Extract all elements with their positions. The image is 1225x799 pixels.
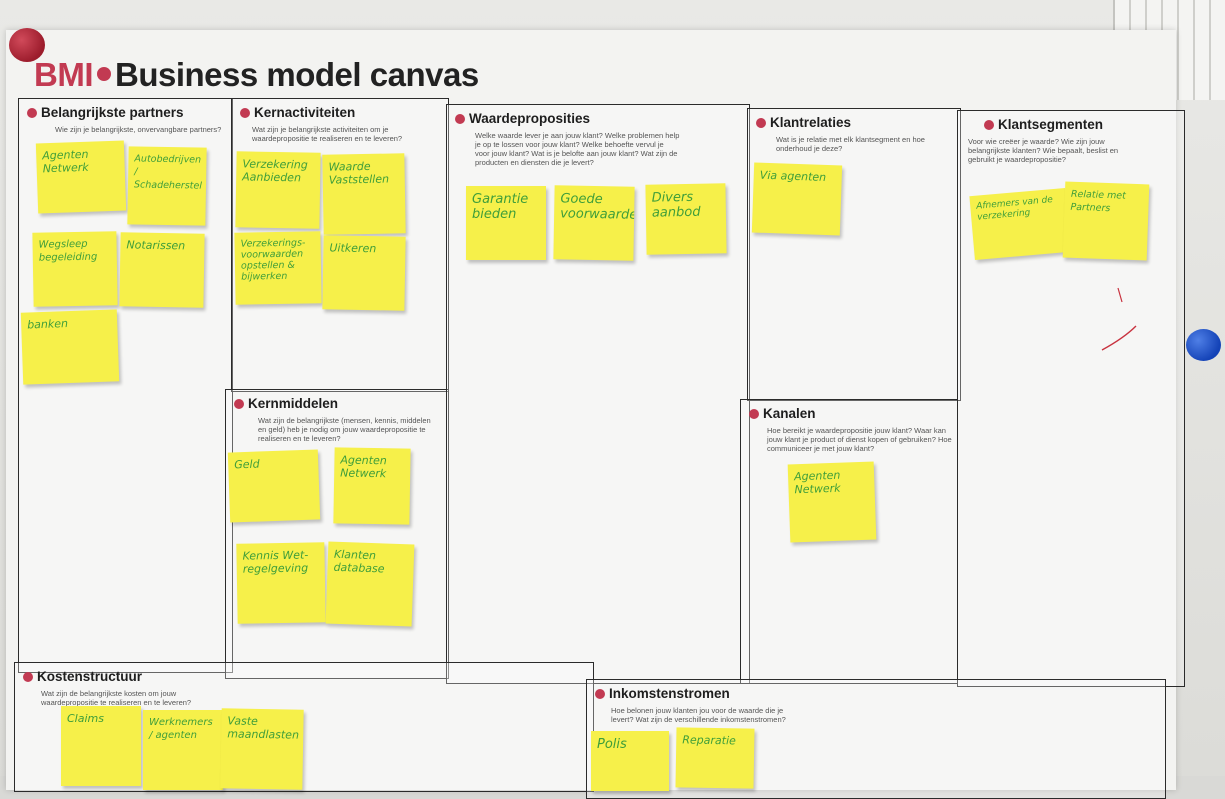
sticky-note[interactable]: Agenten Netwerk <box>35 140 127 214</box>
blue-magnet <box>1186 329 1221 361</box>
block-question: Wat is je relatie met elk klantsegment e… <box>776 135 925 153</box>
sticky-note[interactable]: Reparatie <box>675 727 755 789</box>
block-header: Inkomstenstromen <box>595 686 730 701</box>
marker-scribble <box>1101 287 1137 351</box>
sticky-note[interactable]: Relatie met Partners <box>1062 181 1150 261</box>
title-text: Business model canvas <box>115 56 479 93</box>
sticky-note[interactable]: Autobedrijven / Schadeherstel <box>127 146 207 226</box>
sticky-note[interactable]: Garantie bieden <box>466 186 546 260</box>
block-header: Kostenstructuur <box>23 669 142 684</box>
block-question: Wat zijn de belangrijkste (mensen, kenni… <box>258 416 431 443</box>
sticky-note[interactable]: Divers aanbod <box>645 183 727 255</box>
block-header: Waardeproposities <box>455 111 590 126</box>
block-header: Klantsegmenten <box>984 117 1103 132</box>
block-question: Voor wie creëer je waarde? Wie zijn jouw… <box>968 137 1119 164</box>
brand-logo: BMI <box>34 56 115 93</box>
block-header: Kernactiviteiten <box>240 105 355 120</box>
sticky-note[interactable]: banken <box>20 309 120 385</box>
block-question: Wat zijn de belangrijkste kosten om jouw… <box>41 689 192 707</box>
sticky-note[interactable]: Notarissen <box>119 232 205 308</box>
sticky-note[interactable]: Waarde Vaststellen <box>322 153 406 235</box>
sticky-note[interactable]: Klanten database <box>325 541 415 627</box>
block-header: Kernmiddelen <box>234 396 338 411</box>
block-question: Wat zijn je belangrijkste activiteiten o… <box>252 125 403 143</box>
sticky-note[interactable]: Wegsleep begeleiding <box>32 231 118 307</box>
sticky-note[interactable]: Goede voorwaarde <box>553 185 635 261</box>
sticky-note[interactable]: Geld <box>227 449 321 523</box>
block-header: Klantrelaties <box>756 115 851 130</box>
block-header: Kanalen <box>749 406 816 421</box>
block-question: Hoe bereikt je waardepropositie jouw kla… <box>767 426 952 453</box>
block-relations: Klantrelaties Wat is je relatie met elk … <box>747 108 961 401</box>
sticky-note[interactable]: Verzekerings-voorwaarden opstellen & bij… <box>234 231 322 305</box>
block-revenue: Inkomstenstromen Hoe belonen jouw klante… <box>586 679 1166 799</box>
sticky-note[interactable]: Uitkeren <box>322 235 406 311</box>
sticky-note[interactable]: Claims <box>61 706 141 786</box>
block-channels: Kanalen Hoe bereikt je waardepropositie … <box>740 399 958 684</box>
block-question: Welke waarde lever je aan jouw klant? We… <box>475 131 680 167</box>
sticky-note[interactable]: Kennis Wet-regelgeving <box>236 542 326 624</box>
sticky-note[interactable]: Polis <box>591 731 669 791</box>
sticky-note[interactable]: Agenten Netwerk <box>333 447 411 525</box>
sticky-note[interactable]: Afnemers van de verzekering <box>969 187 1071 261</box>
block-question: Hoe belonen jouw klanten jou voor de waa… <box>611 706 786 724</box>
sticky-note[interactable]: Agenten Netwerk <box>787 461 877 543</box>
sticky-note[interactable]: Verzekering Aanbieden <box>235 151 321 229</box>
block-resources: Kernmiddelen Wat zijn de belangrijkste (… <box>225 389 449 679</box>
sticky-note[interactable]: Via agenten <box>751 162 843 236</box>
block-question: Wie zijn je belangrijkste, onvervangbare… <box>55 125 222 134</box>
sticky-note[interactable]: Vaste maandlasten <box>220 708 304 790</box>
block-header: Belangrijkste partners <box>27 105 184 120</box>
sticky-note[interactable]: Werknemers / agenten <box>143 710 223 790</box>
red-magnet <box>9 28 45 62</box>
